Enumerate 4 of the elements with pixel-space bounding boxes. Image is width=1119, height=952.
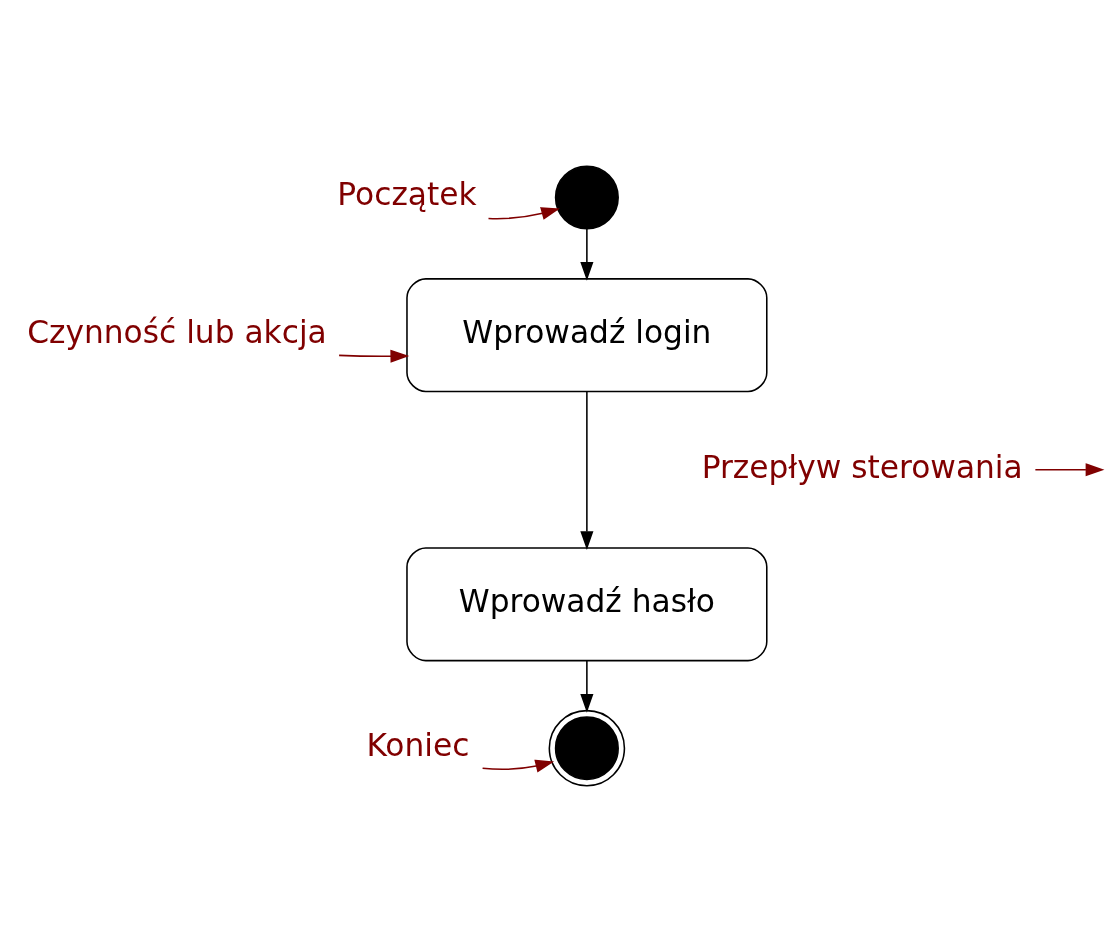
node-text: Przepływ sterowania xyxy=(701,448,1023,485)
node-text: Koniec xyxy=(366,727,470,764)
node-text: Czynność lub akcja xyxy=(27,314,327,351)
node-text: Początek xyxy=(337,176,477,213)
